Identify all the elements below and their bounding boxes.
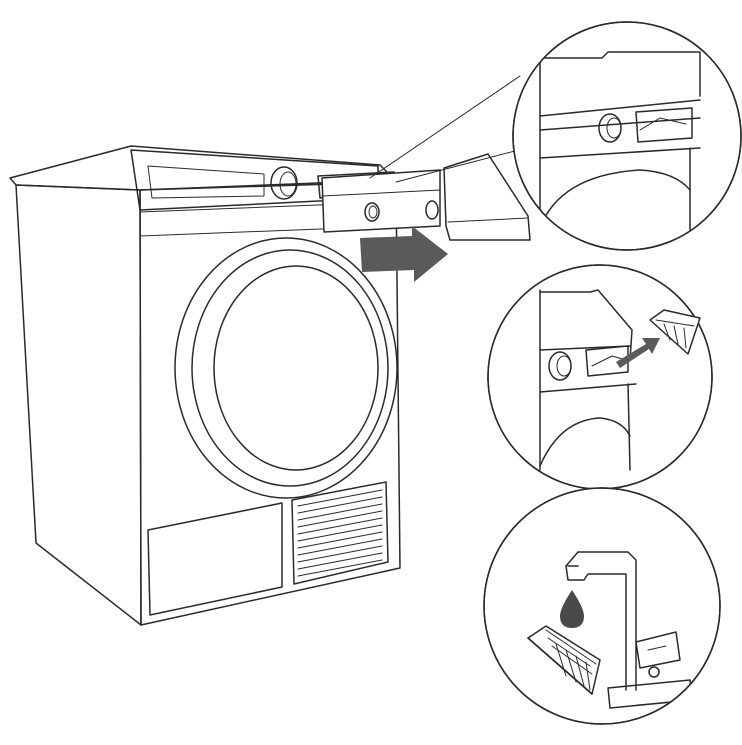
arrow-up-right-icon	[616, 338, 660, 368]
filter-basket-icon	[649, 309, 701, 355]
callout-line-bottom	[395, 145, 535, 183]
detail-circle-open-drawer	[512, 21, 742, 251]
program-knob	[270, 166, 298, 200]
detail-circle-remove-filter	[487, 264, 713, 490]
door-ring	[191, 249, 389, 487]
water-container-drawer	[321, 169, 441, 233]
display-window	[147, 165, 265, 199]
water-drop-icon	[560, 590, 584, 628]
dryer-front	[139, 181, 401, 626]
detail-circle-rinse-filter	[483, 487, 721, 725]
callout-line-top	[369, 75, 521, 179]
dryer-left-side	[15, 184, 142, 626]
filter-basket-rinse	[527, 625, 601, 695]
door-outer-ring	[174, 237, 398, 499]
kick-panel-left	[147, 502, 283, 616]
faucet-icon	[565, 551, 693, 709]
vent-slats	[297, 489, 383, 577]
tumble-dryer	[9, 145, 401, 626]
vent-panel	[291, 481, 389, 585]
arrow-right-icon	[360, 226, 448, 282]
door-glass	[213, 265, 379, 471]
program-knob-inner	[279, 171, 297, 197]
